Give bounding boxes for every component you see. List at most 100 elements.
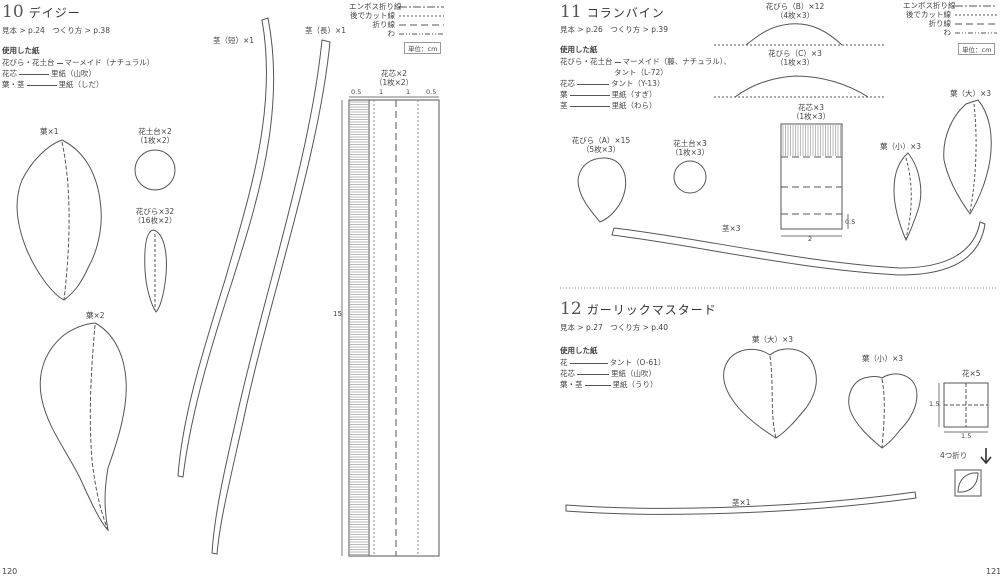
col-core-label: 花芯×3 (797, 103, 825, 112)
gm-paper-row-0: 花タント（O-61） (560, 358, 666, 367)
col-leaf-small-vein (905, 157, 912, 239)
col-stem-label: 茎×3 (722, 224, 741, 233)
daisy-base-circle (134, 149, 176, 191)
col-paper-row-3: 葉里紙（すぎ） (560, 90, 657, 99)
daisy-core-dim-mid2: 1 (406, 88, 411, 96)
daisy-leaf2-shape (39, 322, 127, 532)
col-leaf-large-vein (969, 103, 977, 213)
col-leaf-small-label: 葉（小）×3 (880, 142, 922, 151)
col-paper-row-2: 花芯タント（Y-13） (560, 79, 665, 88)
columbine-papers-heading: 使用した紙 (560, 45, 598, 54)
col-leaf-large-label: 葉（大）×3 (950, 89, 992, 98)
daisy-title: 10 デイジー (2, 2, 81, 22)
daisy-core-dim-height-label: 15 (333, 310, 342, 318)
daisy-base-sub: （1枚×2） (135, 136, 175, 145)
col-core-dim-w-label: 2 (808, 235, 813, 243)
gm-dim-v-label: 1.5 (929, 400, 940, 408)
daisy-base-label: 花土台×2 (138, 127, 172, 136)
daisy-unit-box: 単位：cm (404, 42, 442, 54)
garlic-title: 12 ガーリックマスタード (560, 299, 717, 319)
daisy-core-dim-mid1: 1 (379, 88, 384, 96)
gm-folded-petal (957, 472, 979, 493)
daisy-paper-row-0: 花びら・花土台マーメイド（ナチュラル） (2, 58, 155, 67)
page-number-left: 120 (2, 567, 18, 576)
gm-paper-row-1: 花芯里紙（山吹） (560, 369, 656, 378)
columbine-title-name: コランバイン (586, 6, 665, 20)
gm-dim-h-label: 1.5 (961, 432, 972, 440)
col-petalA-shape (577, 157, 627, 223)
garlic-title-name: ガーリックマスタード (586, 303, 717, 317)
garlic-title-number: 12 (560, 299, 582, 319)
garlic-refs: 見本 > p.27 つくり方 > p.40 (560, 323, 668, 332)
col-paper-row-0: 花びら・花土台マーメイド（藤、ナチュラル）、 (560, 57, 731, 66)
legend-ring-label-r: わ (943, 28, 952, 37)
daisy-core-fringe (350, 101, 368, 555)
daisy-core-dim-right: 0.5 (426, 88, 437, 96)
columbine-unit-box: 単位：cm (958, 43, 996, 55)
col-base-label: 花土台×3 (673, 139, 707, 148)
legend-emboss-label-r: エンボス折り線 (903, 1, 956, 10)
gm-fold4-label: 4つ折り (940, 451, 968, 460)
daisy-leaf2-label: 葉×2 (86, 311, 105, 320)
gm-leaf-large-vein (769, 355, 777, 439)
col-petalB-sub: （4枚×3） (775, 11, 815, 20)
daisy-stem-short-label: 茎（短）×1 (213, 36, 255, 45)
legend-cut-label-r: 後でカット線 (906, 10, 951, 19)
col-paper-row-4: 茎里紙（わら） (560, 101, 657, 110)
gm-paper-row-2: 葉・茎里紙（うり） (560, 380, 658, 389)
col-leaf-large-shape (943, 99, 992, 215)
gm-flower-label: 花×5 (962, 369, 981, 378)
daisy-core-label: 花芯×2 (380, 69, 408, 78)
gm-leaf-small-label: 葉（小）×3 (862, 354, 904, 363)
page-number-right: 121 (986, 567, 1000, 576)
gm-leaf-small-vein (881, 378, 885, 449)
col-petalB-label: 花びら（B）×12 (765, 2, 825, 11)
col-core-sub: （1枚×3） (791, 112, 831, 121)
daisy-petal-sub: （16枚×2） (133, 216, 177, 225)
daisy-refs: 見本 > p.24 つくり方 > p.38 (2, 26, 110, 35)
gm-stem-shape (565, 491, 917, 515)
columbine-title: 11 コランバイン (560, 2, 665, 22)
legend-fold-label: 折り線 (372, 20, 396, 29)
col-leaf-small-shape (893, 152, 922, 242)
garlic-papers-heading: 使用した紙 (560, 346, 598, 355)
daisy-petal-shape (144, 229, 167, 313)
gm-leaf-large-shape (723, 348, 817, 439)
daisy-leaf1-label: 葉×1 (40, 127, 59, 136)
daisy-title-number: 10 (2, 2, 24, 22)
daisy-stem-short-shape (177, 17, 275, 478)
col-core-rect (780, 123, 843, 230)
daisy-core-dim-left: 0.5 (351, 88, 362, 96)
columbine-refs: 見本 > p.26 つくり方 > p.39 (560, 25, 668, 34)
daisy-leaf2-vein (89, 324, 109, 531)
gm-folded-square (954, 469, 982, 497)
col-base-sub: （1枚×3） (670, 148, 710, 157)
col-petalC-shape (734, 75, 869, 98)
gm-stem-label: 茎×1 (732, 498, 751, 507)
daisy-title-name: デイジー (28, 6, 81, 20)
col-core-fringe (782, 125, 841, 156)
daisy-leaf1-shape (16, 139, 102, 301)
col-petalB-shape (745, 23, 843, 46)
daisy-core-strip (348, 99, 440, 557)
col-base-circle (673, 160, 707, 194)
col-petalA-sub: （5枚×3） (581, 145, 621, 154)
daisy-paper-row-1: 花芯里紙（山吹） (2, 69, 96, 78)
daisy-leaf1-vein (61, 141, 70, 301)
gm-leaf-large-label: 葉（大）×3 (752, 335, 794, 344)
col-paper-row-1: タント（L-72） (614, 68, 668, 77)
legend-emboss-label: エンボス折り線 (349, 2, 402, 11)
legend-ring-label: わ (387, 29, 396, 38)
arrow-down-icon (980, 448, 992, 465)
legend-cut-label: 後でカット線 (350, 11, 395, 20)
columbine-title-number: 11 (560, 2, 582, 22)
legend-fold-label-r: 折り線 (928, 19, 952, 28)
col-petalC-sub: （1枚×3） (775, 58, 815, 67)
daisy-papers-heading: 使用した紙 (2, 46, 40, 55)
col-petalA-label: 花びら（A）×15 (571, 136, 631, 145)
daisy-stem-long-shape (211, 39, 331, 555)
daisy-petal-label: 花びら×32 (135, 207, 175, 216)
col-stem-shape (611, 221, 986, 276)
col-petalC-label: 花びら（C）×3 (768, 49, 822, 58)
